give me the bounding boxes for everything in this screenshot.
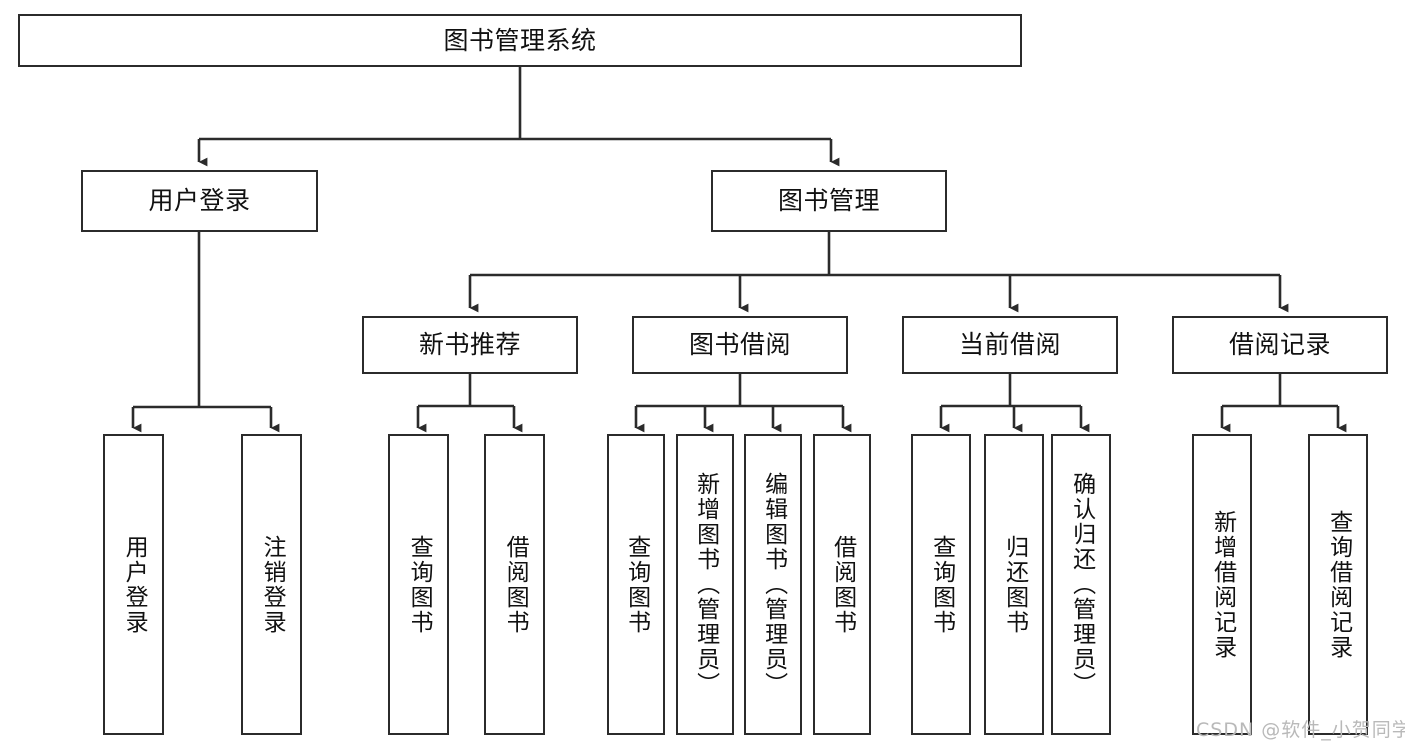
node-user-login[interactable]: 用户登录 [81, 170, 318, 232]
leaf-book-borrow-query-book[interactable]: 查询图书 [607, 434, 665, 735]
leaf-current-borrow-return-book[interactable]: 归还图书 [984, 434, 1044, 735]
node-label: 编辑图书（管理员） [760, 472, 787, 697]
csdn-watermark: CSDN @软件_小贺同学 [1196, 719, 1405, 741]
leaf-user-login-login[interactable]: 用户登录 [103, 434, 164, 735]
node-label: 当前借阅 [958, 330, 1061, 360]
node-label: 确认归还（管理员） [1068, 472, 1095, 697]
node-label: 查询图书 [623, 534, 650, 635]
node-label: 新增借阅记录 [1209, 509, 1236, 660]
leaf-current-borrow-confirm-return-admin[interactable]: 确认归还（管理员） [1051, 434, 1111, 735]
node-label: 图书管理 [777, 186, 880, 216]
node-label: 借阅图书 [829, 534, 856, 635]
node-book-borrowing[interactable]: 图书借阅 [632, 316, 848, 374]
node-label: 查询借阅记录 [1325, 509, 1352, 660]
node-current-borrowing[interactable]: 当前借阅 [902, 316, 1118, 374]
node-label: 用户登录 [121, 534, 148, 635]
node-label: 查询图书 [406, 534, 433, 635]
node-label: 查询图书 [928, 534, 955, 635]
node-root-library-management-system[interactable]: 图书管理系统 [18, 14, 1022, 67]
node-label: 归还图书 [1001, 534, 1028, 635]
node-label: 新书推荐 [418, 330, 521, 360]
node-label: 新增图书（管理员） [692, 472, 719, 697]
node-label: 注销登录 [259, 534, 286, 635]
leaf-user-login-logout[interactable]: 注销登录 [241, 434, 302, 735]
node-label: 图书借阅 [688, 330, 791, 360]
node-new-book-recommendation[interactable]: 新书推荐 [362, 316, 578, 374]
leaf-book-borrow-edit-book-admin[interactable]: 编辑图书（管理员） [744, 434, 802, 735]
node-book-management[interactable]: 图书管理 [711, 170, 947, 232]
leaf-new-book-borrow-book[interactable]: 借阅图书 [484, 434, 545, 735]
leaf-borrow-record-query-record[interactable]: 查询借阅记录 [1308, 434, 1368, 735]
node-label: 借阅记录 [1228, 330, 1331, 360]
leaf-current-borrow-query-book[interactable]: 查询图书 [911, 434, 971, 735]
leaf-new-book-query-book[interactable]: 查询图书 [388, 434, 449, 735]
leaf-book-borrow-add-book-admin[interactable]: 新增图书（管理员） [676, 434, 734, 735]
leaf-book-borrow-borrow-book[interactable]: 借阅图书 [813, 434, 871, 735]
node-label: 用户登录 [148, 186, 251, 216]
node-label: 借阅图书 [502, 534, 529, 635]
node-borrowing-record[interactable]: 借阅记录 [1172, 316, 1388, 374]
node-label: 图书管理系统 [443, 25, 597, 55]
leaf-borrow-record-add-record[interactable]: 新增借阅记录 [1192, 434, 1252, 735]
